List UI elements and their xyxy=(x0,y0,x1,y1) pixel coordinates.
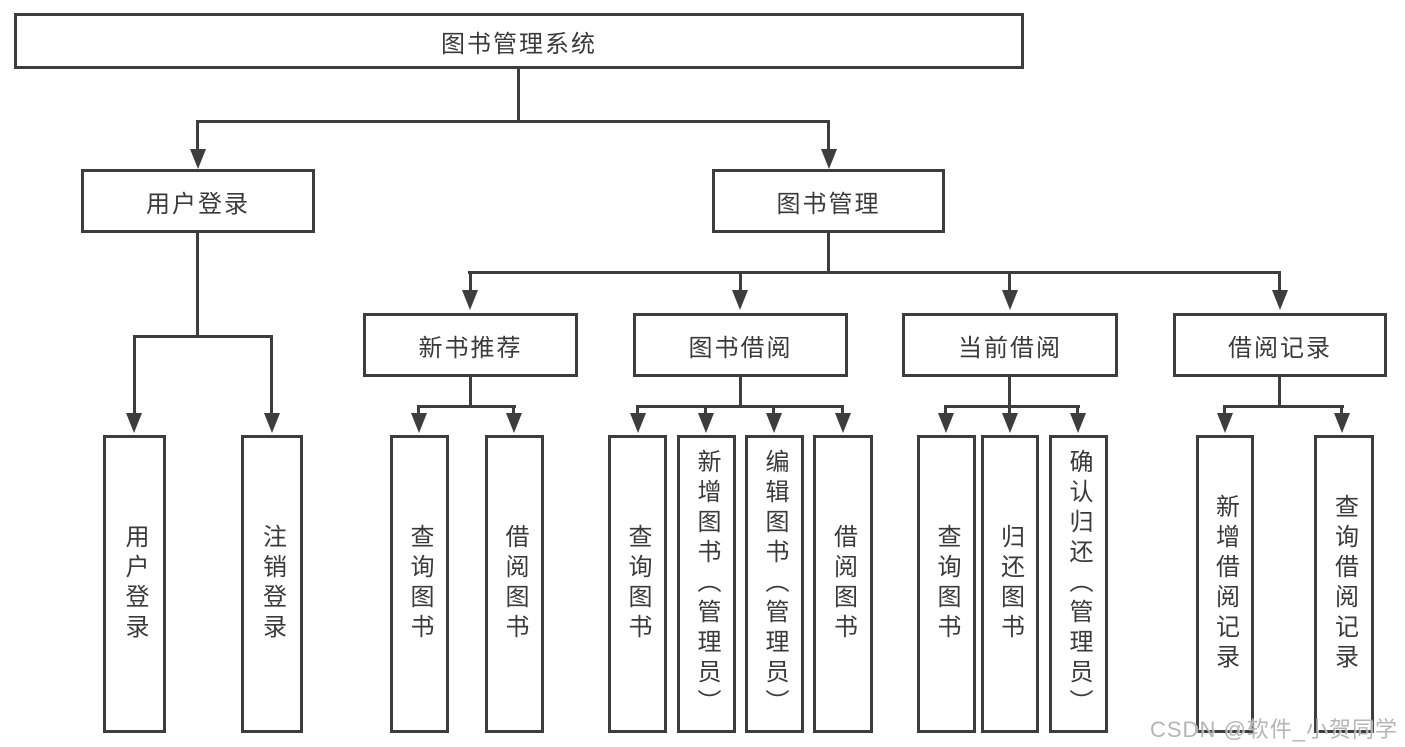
connector-vline xyxy=(1278,375,1281,408)
connector-vline xyxy=(1008,375,1011,408)
node-new-book-recommend: 新书推荐 xyxy=(363,313,578,377)
connector-hline xyxy=(196,120,830,123)
node-borrow-records: 借阅记录 xyxy=(1173,313,1387,377)
arrow-down-icon xyxy=(1002,413,1018,433)
node-library-system: 图书管理系统 xyxy=(14,13,1024,69)
connector-hline xyxy=(636,405,844,408)
connector-vline xyxy=(1008,405,1011,415)
connector-vline xyxy=(1223,405,1226,415)
node-book-management: 图书管理 xyxy=(712,169,945,233)
connector-vline xyxy=(841,405,844,415)
node-user-login: 用户登录 xyxy=(81,169,315,233)
arrow-down-icon xyxy=(1070,413,1086,433)
connector-vline xyxy=(1340,405,1343,415)
connector-vline xyxy=(196,233,199,337)
connector-hline xyxy=(944,405,1080,408)
node-query-books-1: 查询图书 xyxy=(390,435,449,733)
node-user-login-leaf: 用户登录 xyxy=(103,435,166,733)
node-borrow-books-1: 借阅图书 xyxy=(485,435,544,733)
connector-vline xyxy=(739,271,742,293)
watermark-text: CSDN @软件_小贺同学 xyxy=(1150,717,1399,742)
connector-vline xyxy=(469,271,472,293)
arrow-down-icon xyxy=(1334,413,1350,433)
arrow-down-icon xyxy=(190,149,206,169)
node-edit-book-admin: 编辑图书（管理员） xyxy=(745,435,804,733)
connector-hline xyxy=(133,335,273,338)
connector-hline xyxy=(468,271,1281,274)
connector-vline xyxy=(1008,271,1011,293)
connector-vline xyxy=(704,405,707,415)
arrow-down-icon xyxy=(821,149,837,169)
connector-vline xyxy=(772,405,775,415)
arrow-down-icon xyxy=(1002,290,1018,310)
arrow-down-icon xyxy=(835,413,851,433)
node-query-borrow-record: 查询借阅记录 xyxy=(1314,435,1374,733)
node-current-borrow: 当前借阅 xyxy=(902,313,1118,377)
connector-vline xyxy=(517,69,520,123)
arrow-down-icon xyxy=(462,290,478,310)
node-query-books-2: 查询图书 xyxy=(608,435,667,733)
node-return-books: 归还图书 xyxy=(981,435,1039,733)
arrow-down-icon xyxy=(1272,290,1288,310)
arrow-down-icon xyxy=(126,413,142,433)
connector-hline xyxy=(417,405,516,408)
arrow-down-icon xyxy=(766,413,782,433)
connector-vline xyxy=(1076,405,1079,415)
connector-vline xyxy=(827,120,830,155)
node-book-borrow: 图书借阅 xyxy=(633,313,848,377)
connector-vline xyxy=(1278,271,1281,293)
connector-vline xyxy=(512,405,515,415)
node-add-borrow-record: 新增借阅记录 xyxy=(1196,435,1254,733)
connector-vline xyxy=(944,405,947,415)
node-borrow-books-2: 借阅图书 xyxy=(813,435,873,733)
arrow-down-icon xyxy=(698,413,714,433)
connector-hline xyxy=(1223,405,1344,408)
connector-vline xyxy=(827,233,830,273)
arrow-down-icon xyxy=(506,413,522,433)
arrow-down-icon xyxy=(938,413,954,433)
connector-vline xyxy=(469,375,472,408)
connector-vline xyxy=(133,335,136,413)
connector-vline xyxy=(417,405,420,415)
connector-vline xyxy=(196,120,199,155)
arrow-down-icon xyxy=(264,413,280,433)
connector-vline xyxy=(270,335,273,413)
arrow-down-icon xyxy=(630,413,646,433)
node-query-books-3: 查询图书 xyxy=(917,435,976,733)
arrow-down-icon xyxy=(411,413,427,433)
arrow-down-icon xyxy=(732,290,748,310)
arrow-down-icon xyxy=(1217,413,1233,433)
connector-vline xyxy=(636,405,639,415)
node-add-book-admin: 新增图书（管理员） xyxy=(677,435,736,733)
node-logout-leaf: 注销登录 xyxy=(241,435,303,733)
connector-vline xyxy=(739,375,742,408)
node-confirm-return-admin: 确认归还（管理员） xyxy=(1049,435,1108,733)
